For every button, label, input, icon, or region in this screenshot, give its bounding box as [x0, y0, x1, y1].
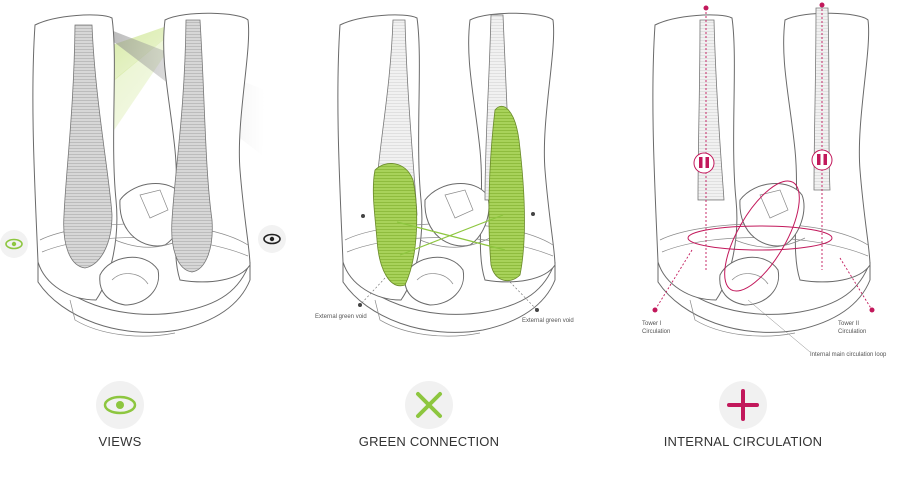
label-tower1-line2: Circulation — [642, 329, 670, 335]
void-left-views — [63, 24, 113, 269]
lift-icon-right — [811, 149, 833, 171]
green-link-1 — [396, 221, 506, 251]
circulation-loop-horizontal — [687, 225, 833, 251]
building-circulation — [652, 12, 871, 337]
green-void-right — [488, 105, 525, 282]
eye-marker-right — [258, 225, 286, 253]
panel-views — [0, 12, 286, 337]
eye-marker-left — [0, 230, 28, 258]
lift-icon-left — [693, 152, 715, 174]
label-tower2-line2: Circulation — [838, 329, 866, 335]
label-internal-loop: Internal main circulation loop — [810, 352, 887, 358]
label-tower2-line1: Tower II — [838, 321, 859, 327]
eye-icon — [96, 381, 144, 429]
plus-icon — [719, 381, 767, 429]
green-link-2 — [399, 214, 504, 256]
caption-green-connection: GREEN CONNECTION — [359, 434, 499, 449]
void-right-views — [171, 19, 213, 273]
caption-views: VIEWS — [99, 434, 142, 449]
label-external-void-right: External green void — [522, 318, 574, 324]
caption-internal-circulation: INTERNAL CIRCULATION — [664, 434, 823, 449]
label-tower1-line1: Tower I — [642, 321, 662, 327]
legend-internal-circulation: INTERNAL CIRCULATION — [664, 381, 823, 449]
legend-green-connection: GREEN CONNECTION — [359, 381, 499, 449]
panel-internal-circulation: Tower I Circulation Tower II Circulation… — [642, 2, 887, 358]
cross-x-icon — [405, 381, 453, 429]
circulation-loop-vertical — [724, 180, 800, 292]
label-external-void-left: External green void — [315, 314, 367, 320]
legend-views: VIEWS — [96, 381, 144, 449]
green-void-left — [372, 163, 418, 287]
panel-green-connection: External green void External green void — [315, 12, 574, 337]
